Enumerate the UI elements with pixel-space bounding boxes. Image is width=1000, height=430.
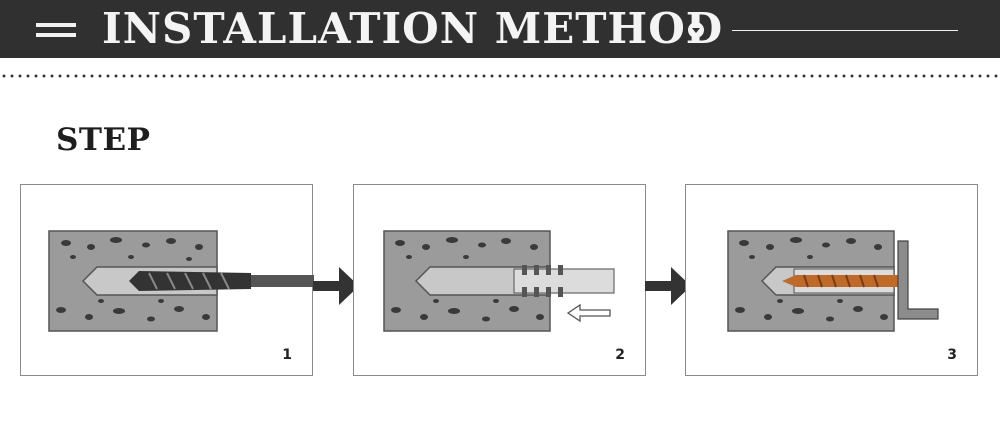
step-panel-1: 1 xyxy=(20,184,314,376)
step-number: 2 xyxy=(615,347,625,363)
header-banner: INSTALLATION METHOD xyxy=(0,0,1000,58)
right-arrow-icon xyxy=(645,267,691,305)
header-divider-line xyxy=(732,30,958,31)
step-panel-2: 2 xyxy=(353,184,646,376)
step-number: 3 xyxy=(947,347,957,363)
circle-down-arrow-icon[interactable] xyxy=(687,21,705,39)
plug-insertion-illustration xyxy=(383,230,615,332)
hamburger-menu-icon[interactable] xyxy=(36,23,76,37)
page-title: INSTALLATION METHOD xyxy=(102,4,724,53)
menu-bar xyxy=(36,23,76,27)
drill-illustration xyxy=(48,230,314,332)
step-panel-3: 3 xyxy=(685,184,978,376)
dotted-separator xyxy=(0,74,1000,78)
step-number: 1 xyxy=(282,347,292,363)
screw-fastening-illustration xyxy=(727,230,939,332)
right-arrow-icon xyxy=(313,267,359,305)
step-heading: STEP xyxy=(56,122,151,158)
menu-bar xyxy=(36,33,76,37)
